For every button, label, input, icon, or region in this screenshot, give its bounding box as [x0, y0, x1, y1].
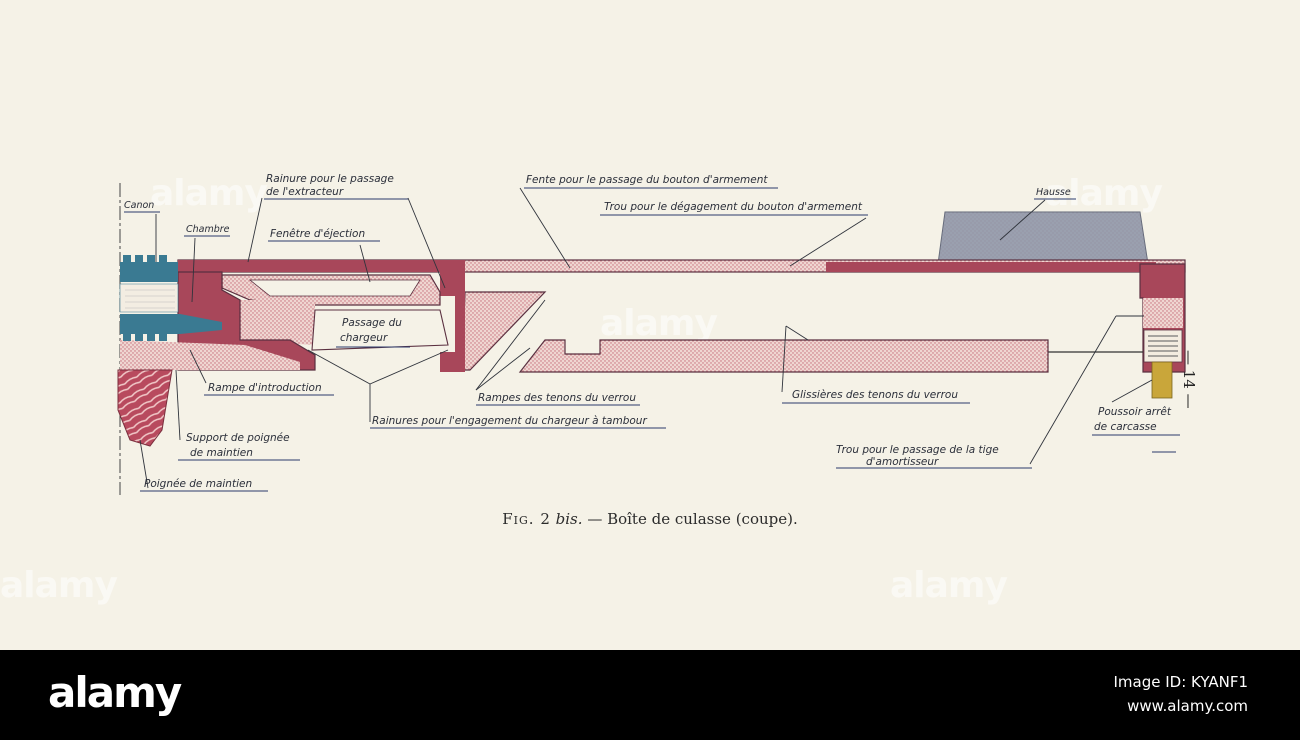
- label-passage-chargeur-2: chargeur: [340, 332, 388, 344]
- watermark: alamy: [600, 303, 717, 344]
- label-hausse: Hausse: [1036, 187, 1071, 198]
- label-rampe-introduction: Rampe d'introduction: [208, 382, 322, 394]
- passage-surround: [222, 300, 315, 345]
- label-poignee-maintien: Poignée de maintien: [144, 478, 252, 490]
- barrel-lower: [120, 314, 222, 334]
- top-wall-front: [178, 260, 465, 272]
- labels-group: Canon Chambre Rainure pour le passage de…: [124, 173, 1180, 492]
- top-wall-rear: [826, 262, 1156, 272]
- image-id: Image ID: KYANF1: [1113, 673, 1249, 691]
- grip-wood: [117, 369, 173, 447]
- spring-coil: [1148, 335, 1178, 357]
- label-rainures-engagement: Rainures pour l'engagement du chargeur à…: [372, 415, 647, 427]
- watermark: alamy: [150, 173, 267, 214]
- watermark-group: alamy alamy alamy alamy alamy: [0, 173, 1163, 606]
- label-trou-tige-2: d'amortisseur: [866, 456, 939, 468]
- ejection-window: [248, 279, 421, 297]
- caption-fig: Fig. 2: [502, 510, 551, 528]
- page-number: — 14 —: [1180, 350, 1198, 409]
- footer-bar: alamy Image ID: KYANF1 www.alamy.com: [0, 650, 1300, 740]
- leader-lines: [139, 187, 1153, 489]
- footer-info: Image ID: KYANF1 www.alamy.com: [1114, 670, 1249, 718]
- barrel-bore: [119, 283, 179, 313]
- label-rampes-tenons: Rampes des tenons du verrou: [478, 392, 636, 404]
- label-trou-degagement: Trou pour le dégagement du bouton d'arme…: [604, 201, 863, 213]
- label-fenetre-ejection: Fenêtre d'éjection: [270, 228, 365, 240]
- bore-lines: [125, 289, 175, 309]
- caption-text: — Boîte de culasse (coupe).: [587, 510, 798, 528]
- hausse-texture: [938, 212, 1148, 264]
- barrel-fins-lower: [123, 334, 167, 341]
- label-trou-tige-1: Trou pour le passage de la tige: [836, 444, 999, 456]
- watermark: alamy: [1045, 173, 1162, 214]
- introduction-ramp-area: [120, 340, 300, 370]
- label-canon: Canon: [124, 200, 154, 211]
- figure-caption: Fig. 2 bis. — Boîte de culasse (coupe).: [0, 510, 1300, 528]
- label-poussoir-2: de carcasse: [1094, 421, 1157, 433]
- label-poussoir-1: Poussoir arrêt: [1098, 406, 1172, 418]
- barrel-fins-upper: [123, 255, 167, 262]
- magazine-passage: [311, 309, 449, 351]
- breech-box-diagram: alamy alamy alamy alamy alamy: [0, 173, 1186, 606]
- rear-wall-inner: [1143, 298, 1183, 328]
- label-rainure-extracteur-1: Rainure pour le passage: [266, 173, 394, 185]
- label-glissieres-tenons: Glissières des tenons du verrou: [792, 389, 958, 401]
- watermark: alamy: [0, 565, 117, 606]
- label-support-poignee-2: de maintien: [190, 447, 253, 459]
- label-chambre: Chambre: [186, 224, 230, 235]
- watermark: alamy: [890, 565, 1007, 606]
- caption-bis: bis.: [555, 510, 583, 528]
- front-block: [440, 272, 465, 372]
- poussoir-plunger: [1151, 361, 1173, 399]
- alamy-logo: alamy: [48, 668, 182, 717]
- label-support-poignee-1: Support de poignée: [186, 432, 290, 444]
- label-passage-chargeur-1: Passage du: [342, 317, 402, 329]
- barrel-upper: [120, 262, 178, 282]
- footer-url: www.alamy.com: [1127, 697, 1248, 715]
- label-rainure-extracteur-2: de l'extracteur: [266, 186, 344, 198]
- label-fente-bouton: Fente pour le passage du bouton d'armeme…: [526, 174, 768, 186]
